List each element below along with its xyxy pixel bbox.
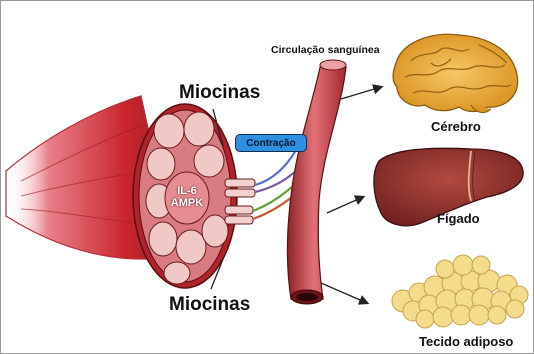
adipose-label: Tecido adiposo [419, 335, 513, 348]
myokines-top-label: Miocinas [179, 83, 260, 102]
il6-ampk-label: IL-6 AMPK [167, 185, 207, 209]
adipose-illustration [392, 255, 528, 328]
circulation-label: Circulação sanguínea [271, 45, 380, 56]
brain-label: Cérebro [431, 120, 481, 133]
ampk-label: AMPK [167, 197, 207, 209]
il6-label: IL-6 [167, 185, 207, 197]
liver-label: Fígado [437, 212, 480, 225]
contraction-box: Contração [235, 134, 307, 152]
blood-vessel [287, 60, 346, 304]
brain-illustration [393, 34, 517, 112]
myokines-bottom-label: Miocinas [169, 295, 250, 314]
